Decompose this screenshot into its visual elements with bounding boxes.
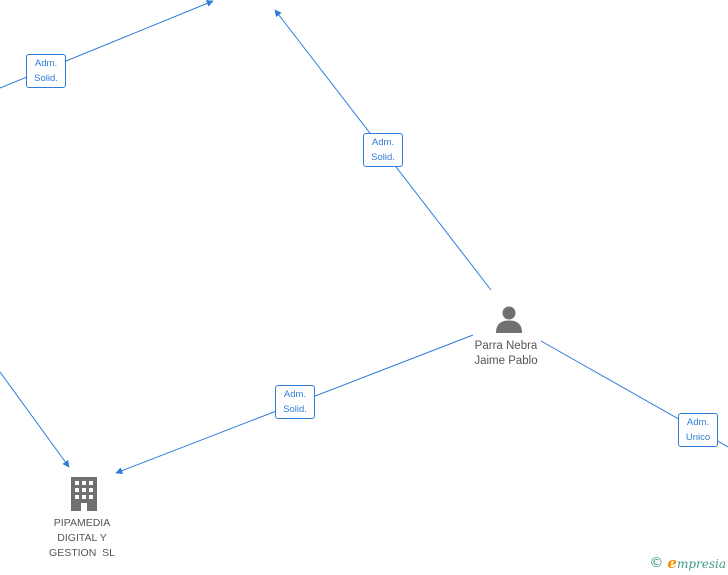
person-name-line1: Parra Nebra [474,340,538,352]
brand-logo: empresia [667,554,726,572]
edge-label-right: Adm. Unico [678,413,718,447]
edge-label-line2: Solid. [34,73,58,84]
edge-label-line1: Adm. [686,417,710,428]
person-node-label[interactable]: Parra Nebra Jaime Pablo [461,339,551,369]
edge-label-top-center: Adm. Solid. [363,133,403,167]
company-name-line2: DIGITAL Y [57,532,107,544]
company-node-label[interactable]: PIPAMEDIA DIGITAL Y GESTION SL [32,516,132,561]
edge-label-line1: Adm. [371,137,395,148]
brand-watermark: © empresia [649,554,726,572]
person-name-line2: Jaime Pablo [474,355,538,367]
brand-logo-initial: e [667,554,677,572]
person-icon[interactable] [494,304,524,334]
copyright-icon: © [649,555,664,571]
company-name-line3: GESTION SL [49,547,115,559]
brand-logo-rest: mpresia [676,557,726,571]
edge-label-line1: Adm. [34,58,58,69]
edge-label-line2: Solid. [283,404,307,415]
edge-label-line2: Unico [685,432,711,443]
edge-label-top-left: Adm. Solid. [26,54,66,88]
edge-label-line2: Solid. [371,152,395,163]
edge-label-middle-left: Adm. Solid. [275,385,315,419]
building-icon[interactable] [68,476,100,512]
edge-label-line1: Adm. [283,389,307,400]
edge-line-far-left [0,371,70,468]
company-name-line1: PIPAMEDIA [53,517,111,529]
